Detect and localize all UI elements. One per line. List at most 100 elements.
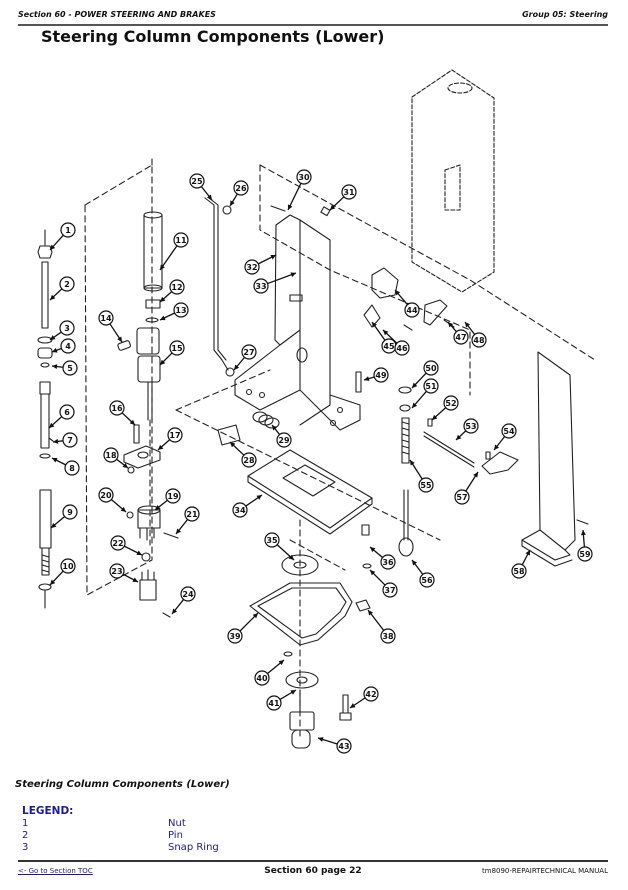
callout-circle [454, 489, 470, 505]
arrowhead [160, 264, 165, 270]
callout-circle [511, 563, 527, 579]
callout-circle [60, 338, 76, 354]
callout-6: 6 [48, 404, 75, 429]
callout-number: 5 [67, 364, 73, 373]
callout-number: 4 [65, 342, 71, 351]
callout-number: 38 [382, 632, 394, 641]
callout-circle [98, 487, 114, 503]
callout-24: 24 [171, 586, 196, 615]
part-pedal-bracket [234, 205, 361, 431]
arrowhead [160, 296, 166, 302]
callout-number: 3 [64, 324, 70, 333]
arrowhead [50, 335, 56, 340]
group-title: Group 05: Steering [522, 10, 608, 19]
callout-number: 41 [268, 699, 280, 708]
callout-number: 51 [425, 382, 437, 391]
callout-7: 7 [52, 432, 78, 448]
callout-9: 9 [50, 504, 78, 529]
arrowhead [155, 504, 161, 510]
arrowhead [230, 200, 235, 206]
part-column-housing [411, 69, 495, 293]
arrowhead [230, 442, 236, 448]
callout-number: 31 [343, 188, 355, 197]
callout-circle [59, 404, 75, 420]
callout-number: 37 [384, 586, 395, 595]
callout-circle [227, 628, 243, 644]
part-lower-coupler [123, 424, 179, 618]
part-linkage-rod [204, 197, 235, 377]
legend-heading: LEGEND: [22, 805, 74, 817]
callout-19: 19 [154, 488, 181, 511]
page-title: Steering Column Components (Lower) [41, 27, 385, 46]
figure-caption: Steering Column Components (Lower) [15, 779, 230, 790]
callout-number: 1 [65, 226, 71, 235]
callout-number: 44 [406, 306, 418, 315]
callout-number: 55 [420, 481, 432, 490]
callout-number: 56 [421, 576, 433, 585]
legend-row: 1 Nut [22, 818, 219, 830]
callout-circle [419, 572, 435, 588]
callout-circle [373, 367, 389, 383]
callout-3: 3 [49, 320, 75, 341]
callout-8: 8 [51, 457, 80, 476]
arrowhead [370, 570, 376, 576]
callout-number: 24 [182, 590, 194, 599]
page-number: Section 60 page 22 [264, 866, 362, 876]
callout-circle [296, 169, 312, 185]
arrowhead [50, 294, 56, 300]
callout-number: 20 [100, 491, 112, 500]
arrowhead [368, 610, 374, 616]
arrowhead [432, 414, 438, 420]
callout-number: 25 [191, 177, 203, 186]
legend-label: Pin [168, 830, 183, 841]
arrowhead [122, 462, 128, 468]
callout-44: 44 [394, 289, 420, 318]
exploded-parts-diagram: 1234567891011121314151617181920212223242… [37, 69, 596, 754]
callout-circle [173, 232, 189, 248]
callout-number: 57 [456, 493, 467, 502]
callout-54: 54 [493, 423, 517, 451]
callout-number: 8 [69, 464, 75, 473]
callout-50: 50 [411, 360, 439, 389]
callout-34: 34 [232, 494, 263, 518]
callout-48: 48 [464, 321, 487, 348]
callout-circle [103, 447, 119, 463]
arrowhead [136, 550, 142, 555]
arrowhead [395, 290, 401, 296]
arrowhead [364, 376, 370, 381]
callout-number: 48 [473, 336, 485, 345]
arrowhead [117, 336, 122, 342]
callout-number: 45 [383, 342, 395, 351]
callout-circle [382, 582, 398, 598]
arrowhead [270, 255, 276, 260]
callout-26: 26 [229, 180, 249, 207]
section-toc-link[interactable]: <- Go to Section TOC [18, 867, 93, 875]
arrowhead [473, 472, 478, 478]
legend-number: 3 [22, 842, 29, 853]
callout-number: 6 [64, 408, 70, 417]
callout-circle [167, 427, 183, 443]
callout-number: 18 [105, 451, 117, 460]
callout-42: 42 [349, 686, 379, 709]
callout-37: 37 [369, 569, 398, 598]
arrowhead [372, 322, 377, 328]
callout-number: 29 [278, 436, 290, 445]
callout-circle [233, 180, 249, 196]
callout-17: 17 [157, 427, 183, 451]
arrowhead [330, 204, 336, 210]
arrowhead [290, 690, 296, 695]
callout-41: 41 [266, 689, 297, 711]
part-brake-rod-assembly [355, 371, 519, 557]
manual-id: tm8090-REPAIRTECHNICAL MANUAL [482, 867, 608, 875]
callout-circle [64, 460, 80, 476]
legend-number: 1 [22, 818, 29, 829]
arrowhead [52, 347, 58, 353]
callout-number: 52 [445, 399, 456, 408]
callout-circle [62, 504, 78, 520]
callout-circle [241, 344, 257, 360]
callout-23: 23 [109, 563, 139, 583]
callout-circle [423, 378, 439, 394]
callout-circle [380, 554, 396, 570]
callout-circle [404, 302, 420, 318]
callout-circle [169, 279, 185, 295]
